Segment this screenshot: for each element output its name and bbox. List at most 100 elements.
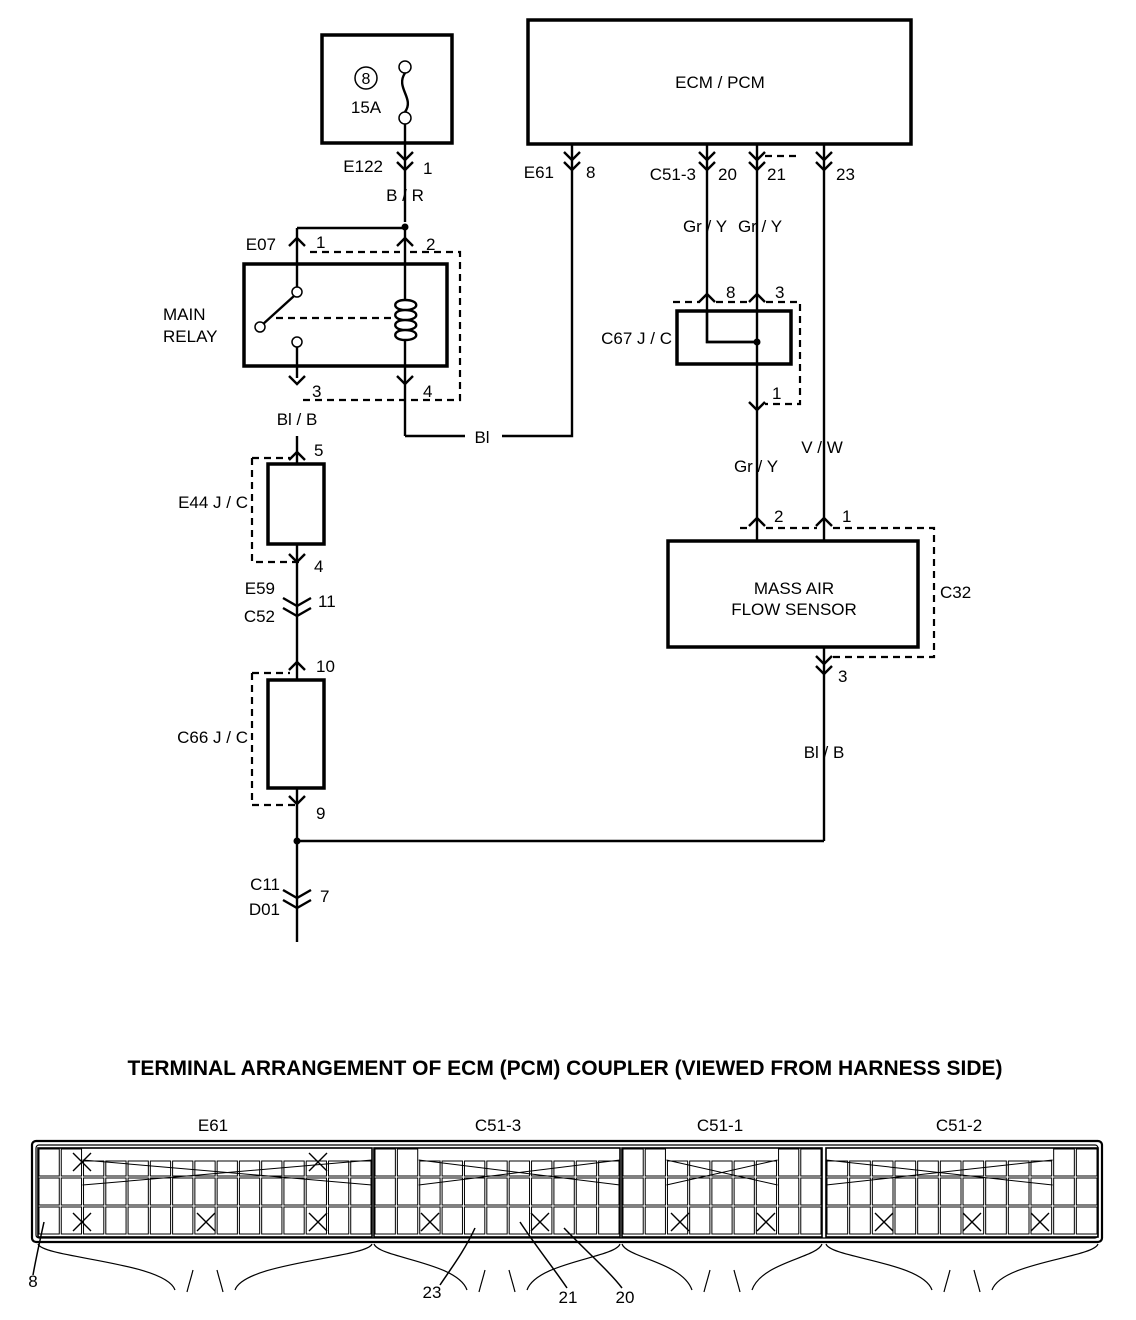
maf-label-1: MASS AIR [754, 579, 834, 598]
pin-relay-4: 4 [423, 382, 432, 401]
connector-symbol [698, 151, 716, 172]
pin-relay-3: 3 [312, 382, 321, 401]
pin-e122-1: 1 [423, 159, 432, 178]
inline-connector-symbol [282, 596, 312, 618]
maf-sensor: MASS AIR FLOW SENSOR [666, 539, 920, 649]
blank-terminal-mark [420, 1212, 440, 1232]
coupler-block [37, 1147, 373, 1238]
main-relay-label-1: MAIN [163, 305, 206, 324]
connector-c51-3: C51-3 [650, 165, 696, 184]
coupler-label-c51-1: C51-1 [697, 1116, 743, 1135]
pin-maf-3: 3 [838, 667, 847, 686]
connector-symbol [815, 516, 833, 527]
main-relay: MAIN RELAY [163, 262, 449, 436]
blank-terminal-mark [1030, 1212, 1050, 1232]
connector-e122: E122 [343, 157, 383, 176]
pin-c66-9: 9 [316, 804, 325, 823]
pin-e44-4: 4 [314, 557, 323, 576]
pin-c51-20: 20 [718, 165, 737, 184]
connector-symbol [748, 401, 766, 412]
connector-symbol [288, 660, 306, 671]
pin-c67-3: 3 [775, 283, 784, 302]
coupler-terminal-grids [37, 1147, 1099, 1238]
pin-c11-7: 7 [320, 887, 329, 906]
wire-color-blb-right: Bl / B [804, 743, 845, 762]
connector-c67: C67 J / C [601, 329, 672, 348]
pin-maf-2: 2 [774, 507, 783, 526]
connector-c32: C32 [940, 583, 971, 602]
connector-e61: E61 [524, 163, 554, 182]
blank-terminal-mark [196, 1212, 216, 1232]
connector-symbol [563, 151, 581, 172]
wire-color-gry-21: Gr / Y [738, 217, 782, 236]
callout-c51-21: 21 [559, 1288, 578, 1307]
connector-symbol [815, 151, 833, 172]
connector-symbol [748, 516, 766, 527]
connector-e59: E59 [245, 579, 275, 598]
pin-c51-21: 21 [767, 165, 786, 184]
maf-label-2: FLOW SENSOR [731, 600, 857, 619]
connector-symbol [288, 236, 306, 247]
blank-terminal-mark [756, 1212, 776, 1232]
blank-terminal-mark [874, 1212, 894, 1232]
wire-color-bl: Bl [474, 428, 489, 447]
pin-c67-1: 1 [772, 384, 781, 403]
ecm-box: ECM / PCM [526, 18, 913, 146]
connector-c11: C11 [250, 875, 280, 894]
coupler-block [825, 1147, 1099, 1238]
blank-terminal-mark [530, 1212, 550, 1232]
pin-e07-1: 1 [316, 233, 325, 252]
coupler-block [373, 1147, 621, 1238]
fuse-number: 8 [362, 71, 371, 88]
coupler-block [621, 1147, 823, 1238]
connector-symbol [396, 236, 414, 247]
pin-c51-23: 23 [836, 165, 855, 184]
blank-terminal-mark [670, 1212, 690, 1232]
blank-terminal-mark [308, 1212, 328, 1232]
fuse-box: 8 15A [320, 33, 454, 145]
coupler-label-c51-3: C51-3 [475, 1116, 521, 1135]
junction-block-c66 [266, 678, 326, 790]
inline-connector-symbol [282, 888, 312, 910]
connector-symbol [288, 375, 306, 386]
wire-color-br: B / R [386, 186, 424, 205]
connector-symbol [748, 292, 766, 303]
connector-c66: C66 J / C [177, 728, 248, 747]
connector-symbol [288, 553, 306, 564]
blank-terminal-mark [72, 1212, 92, 1232]
junction-dot [753, 338, 761, 346]
terminal-section-title: TERMINAL ARRANGEMENT OF ECM (PCM) COUPLE… [128, 1057, 1003, 1080]
pin-maf-1: 1 [842, 507, 851, 526]
junction-block-c67 [675, 309, 793, 366]
connector-symbol [396, 151, 414, 172]
callout-e61-8: 8 [28, 1272, 37, 1291]
pin-c67-8: 8 [726, 283, 735, 302]
connector-symbol [396, 375, 414, 386]
ecm-label: ECM / PCM [675, 73, 765, 92]
blank-terminal-mark [72, 1152, 92, 1172]
connector-symbol [748, 151, 766, 172]
pin-e07-2: 2 [426, 235, 435, 254]
fuse-rating: 15A [351, 98, 382, 117]
connector-symbol [288, 450, 306, 461]
junction-dot [401, 223, 409, 231]
connector-e07: E07 [246, 235, 276, 254]
connector-e44: E44 J / C [178, 493, 248, 512]
connector-symbol [698, 292, 716, 303]
main-relay-label-2: RELAY [163, 327, 218, 346]
wire-color-gry-20: Gr / Y [683, 217, 727, 236]
relay-coil-icon [394, 298, 418, 342]
harness-flares [37, 1243, 1099, 1293]
callout-c51-20: 20 [616, 1288, 635, 1307]
wire-color-blb-left: Bl / B [277, 410, 318, 429]
callout-c51-23: 23 [423, 1283, 442, 1302]
pin-c66-10: 10 [316, 657, 335, 676]
pin-e44-5: 5 [314, 441, 323, 460]
fuse-icon [398, 60, 412, 125]
connector-d01: D01 [249, 900, 280, 919]
wire-color-vw: V / W [801, 438, 843, 457]
junction-block-e44 [266, 462, 326, 546]
pin-e59-11: 11 [318, 592, 336, 611]
coupler-label-e61: E61 [198, 1116, 228, 1135]
